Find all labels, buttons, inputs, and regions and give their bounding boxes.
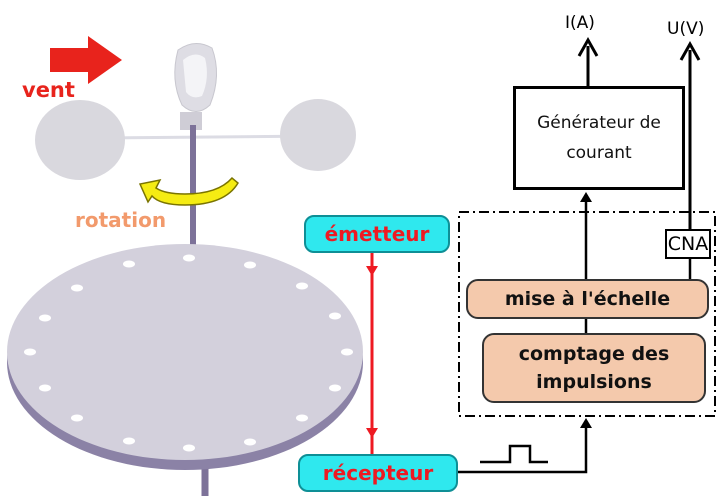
emitter-box: émetteur [304, 215, 450, 253]
right-cup [280, 99, 356, 171]
rotation-arrow [138, 176, 239, 206]
pulse-line [456, 424, 588, 474]
current-generator-box: Générateur de courant [513, 86, 685, 190]
receiver-box: récepteur [298, 454, 458, 492]
pulse-counting-box: comptage des impulsions [482, 333, 706, 403]
dac-label: CNA [667, 233, 709, 255]
pulse-symbol [480, 444, 548, 464]
current-output-arrow [577, 36, 599, 57]
dac-box: CNA [665, 229, 711, 259]
wind-arrow [50, 36, 122, 84]
scaling-box: mise à l'échelle [466, 279, 709, 319]
disc-holes [24, 254, 353, 452]
encoder-disc [7, 244, 363, 470]
current-output-label: I(A) [565, 13, 595, 33]
wind-label: vent [22, 78, 75, 102]
receiver-label: récepteur [322, 461, 434, 485]
emitter-label: émetteur [324, 222, 430, 246]
voltage-output-label: U(V) [667, 19, 705, 39]
pulse-counting-label: comptage des impulsions [518, 343, 670, 393]
rotation-label: rotation [75, 208, 167, 232]
anemometer-head [35, 43, 356, 180]
left-cup [35, 100, 125, 180]
scaling-label: mise à l'échelle [504, 288, 671, 310]
processing-frame [458, 211, 716, 417]
current-generator-label: Générateur de courant [537, 113, 661, 163]
voltage-output-arrow [679, 40, 701, 61]
